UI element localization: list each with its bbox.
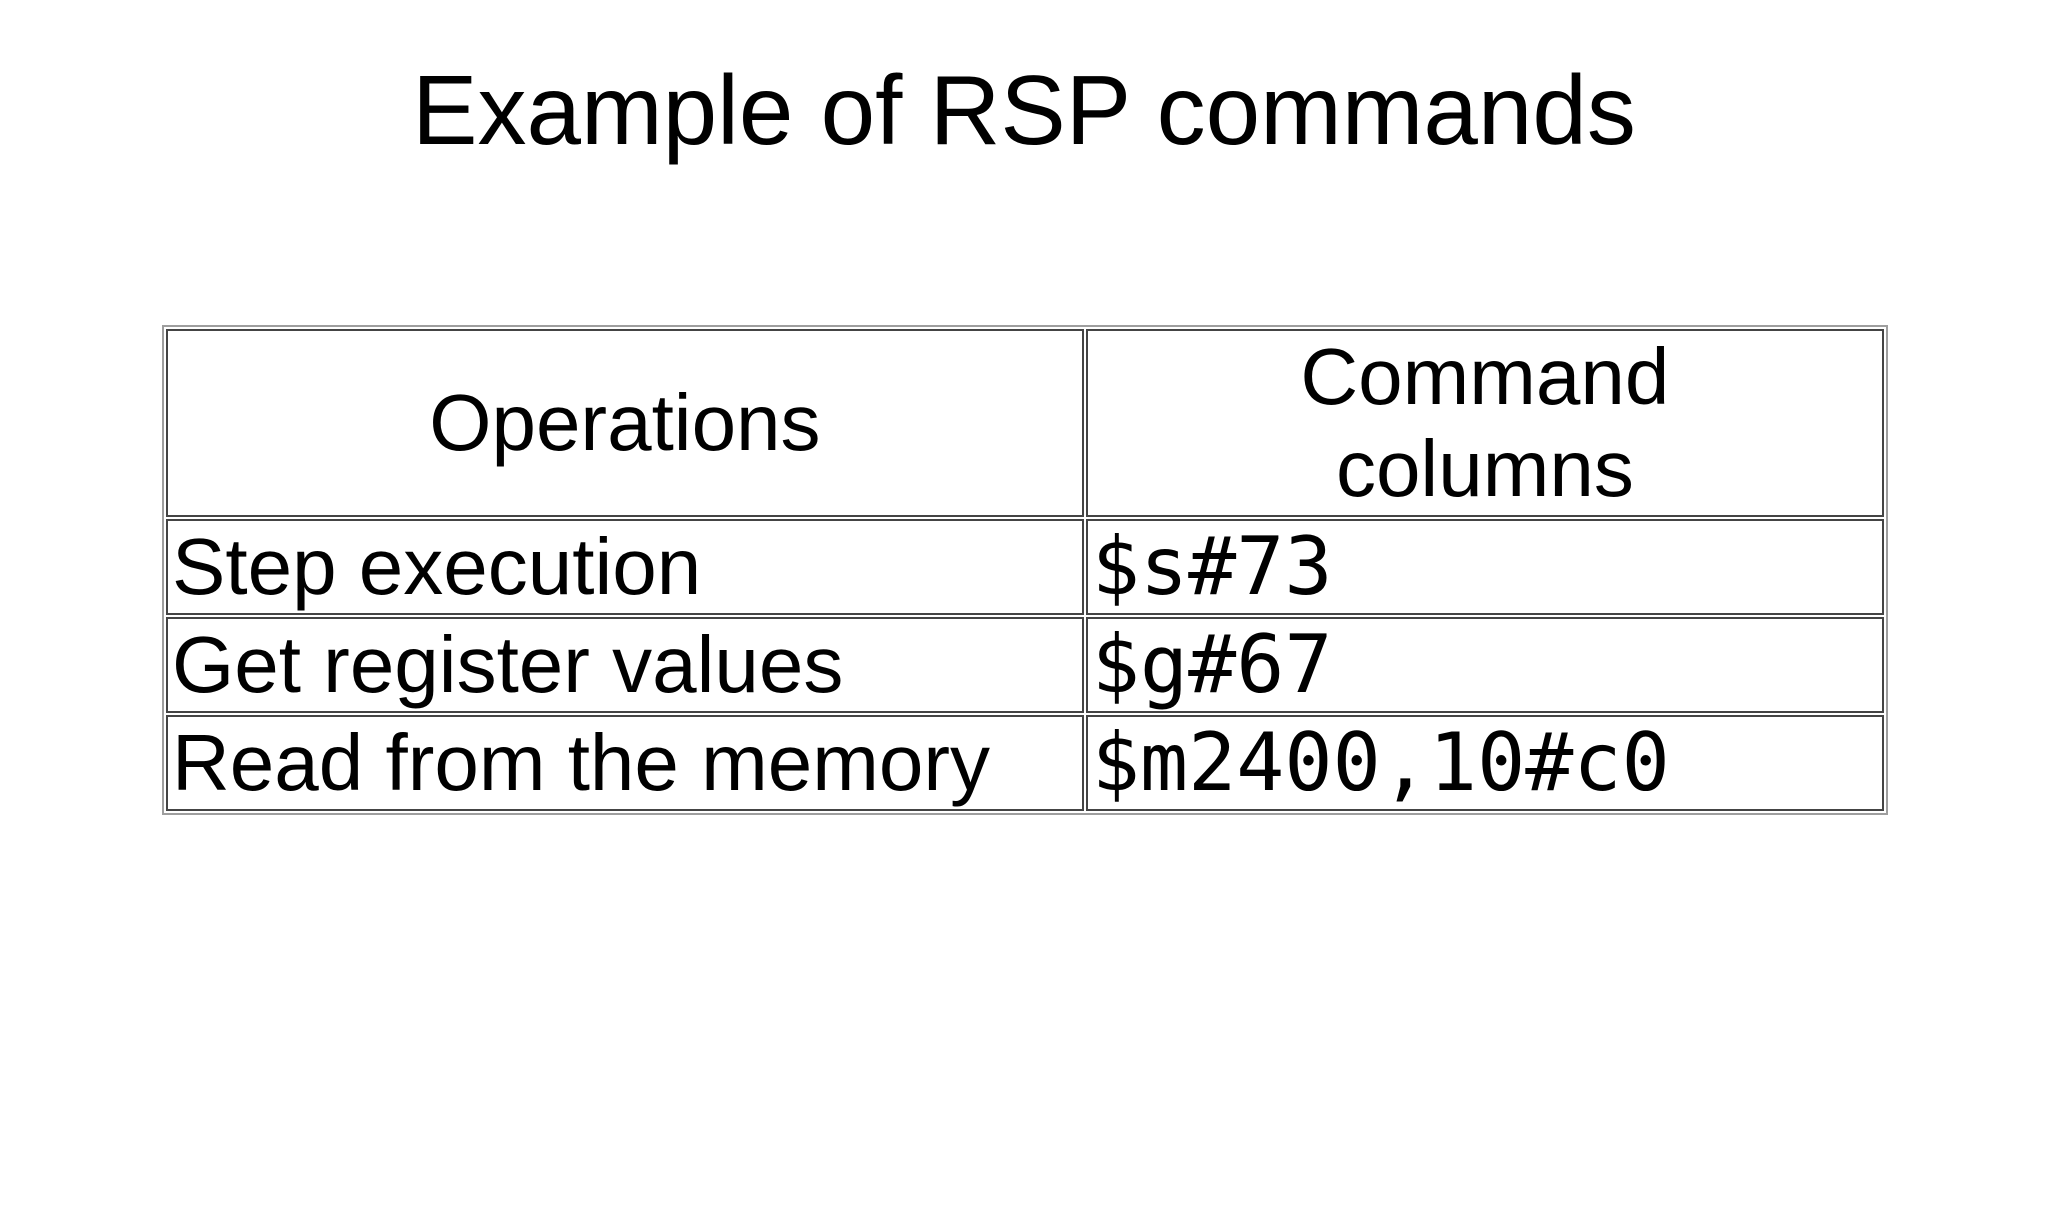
command-cell: $s#73 xyxy=(1085,518,1884,615)
page-title: Example of RSP commands xyxy=(412,55,1636,165)
table-row: Step execution $s#73 xyxy=(166,518,1884,615)
command-cell: $g#67 xyxy=(1085,616,1884,713)
rsp-commands-table: Operations Command columns Step executio… xyxy=(162,324,1888,815)
command-cell: $m2400,10#c0 xyxy=(1085,714,1884,811)
header-row: Operations Command columns xyxy=(166,328,1884,517)
table-row: Get register values $g#67 xyxy=(166,616,1884,713)
slide-page: { "page": { "title": "Example of RSP com… xyxy=(0,52,2048,1206)
operation-cell: Read from the memory xyxy=(166,714,1084,811)
table-row: Read from the memory $m2400,10#c0 xyxy=(166,714,1884,811)
column-header-operations: Operations xyxy=(166,328,1084,517)
operation-cell: Step execution xyxy=(166,518,1084,615)
operation-cell: Get register values xyxy=(166,616,1084,713)
column-header-commands: Command columns xyxy=(1085,328,1884,517)
